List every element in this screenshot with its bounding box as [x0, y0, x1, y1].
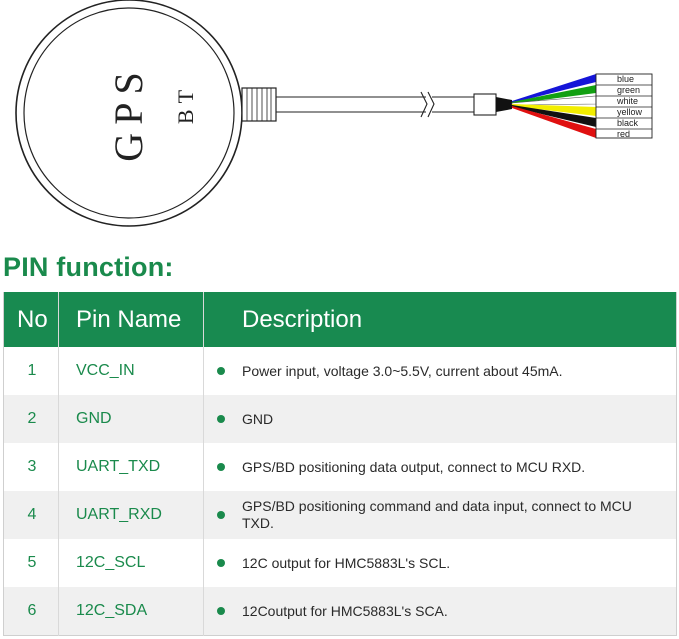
pin-description-text: 12C output for HMC5883L's SCL.: [242, 554, 451, 571]
pin-number: 5: [3, 539, 59, 587]
table-row: 4 UART_RXD GPS/BD positioning command an…: [3, 491, 677, 539]
pin-number: 1: [3, 347, 59, 395]
table-row: 2 GND GND: [3, 395, 677, 443]
bullet-icon: [217, 415, 225, 423]
pin-name: UART_RXD: [58, 491, 204, 539]
wire-label-red: red: [617, 129, 630, 139]
header-pin-name: Pin Name: [58, 292, 204, 347]
table-row: 3 UART_TXD GPS/BD positioning data outpu…: [3, 443, 677, 491]
table-row: 6 12C_SDA 12Coutput for HMC5883L's SCA.: [3, 587, 677, 636]
header-description: Description: [203, 292, 677, 347]
bt-label: BT: [173, 84, 198, 124]
pin-number: 2: [3, 395, 59, 443]
pin-name: UART_TXD: [58, 443, 204, 491]
pin-description-text: Power input, voltage 3.0~5.5V, current a…: [242, 362, 563, 379]
pin-number: 4: [3, 491, 59, 539]
cable-strain-relief: [241, 87, 277, 122]
pin-description: GPS/BD positioning command and data inpu…: [203, 491, 677, 539]
pin-name: GND: [58, 395, 204, 443]
pin-description: 12C output for HMC5883L's SCL.: [203, 539, 677, 587]
wire-red: [512, 106, 596, 138]
pin-name: VCC_IN: [58, 347, 204, 395]
pin-description-text: GPS/BD positioning data output, connect …: [242, 458, 586, 475]
pin-number: 3: [3, 443, 59, 491]
bullet-icon: [217, 511, 225, 519]
wire-fan: [511, 74, 597, 138]
pin-number: 6: [3, 587, 59, 636]
wire-green: [512, 85, 596, 104]
bullet-icon: [217, 367, 225, 375]
wire-labels: blue green white yellow black red: [595, 73, 653, 139]
wire-label-black: black: [617, 118, 639, 128]
pin-name: 12C_SDA: [58, 587, 204, 636]
bullet-icon: [217, 607, 225, 615]
bullet-icon: [217, 559, 225, 567]
wire-label-green: green: [617, 85, 640, 95]
wire-label-white: white: [616, 96, 638, 106]
wire-label-yellow: yellow: [617, 107, 643, 117]
gps-label: GPS: [106, 64, 151, 161]
header-no: No: [3, 292, 59, 347]
table-row: 5 12C_SCL 12C output for HMC5883L's SCL.: [3, 539, 677, 587]
wire-blue: [512, 74, 596, 103]
bullet-icon: [217, 463, 225, 471]
cable-end: [496, 97, 512, 112]
pin-description: 12Coutput for HMC5883L's SCA.: [203, 587, 677, 636]
gps-puck-inner: [23, 7, 235, 219]
gps-cable: [276, 91, 474, 118]
wire-black: [512, 105, 596, 127]
pin-description-text: GPS/BD positioning command and data inpu…: [242, 498, 632, 531]
pin-description: Power input, voltage 3.0~5.5V, current a…: [203, 347, 677, 395]
wire-yellow: [512, 104, 596, 116]
pin-name: 12C_SCL: [58, 539, 204, 587]
wire-label-blue: blue: [617, 74, 634, 84]
gps-module-diagram: GPS BT blue green wh: [15, 0, 653, 227]
pin-function-title: PIN function:: [3, 252, 174, 282]
pin-description: GPS/BD positioning data output, connect …: [203, 443, 677, 491]
pin-description-text: GND: [242, 410, 274, 427]
pin-description-text: 12Coutput for HMC5883L's SCA.: [242, 602, 448, 619]
table-row: 1 VCC_IN Power input, voltage 3.0~5.5V, …: [3, 347, 677, 395]
table-header-row: No Pin Name Description: [3, 292, 677, 347]
cable-sleeve: [473, 93, 497, 116]
pin-function-table: No Pin Name Description 1 VCC_IN Power i…: [3, 292, 677, 636]
pin-description: GND: [203, 395, 677, 443]
